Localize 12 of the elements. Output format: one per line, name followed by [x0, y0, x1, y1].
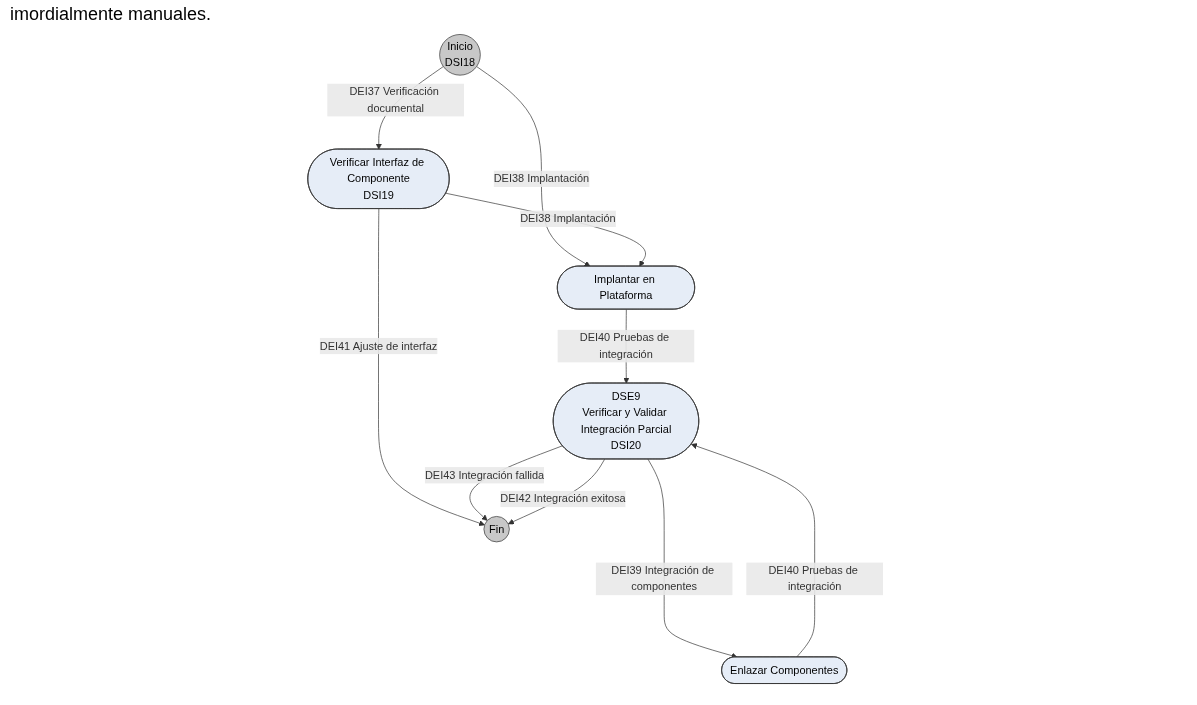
node-circle: Inicio DSI18 [438, 34, 481, 76]
edge-label: DEI38 Implantación [493, 172, 589, 185]
edge-label: DEI43 Integración fallida [424, 469, 544, 481]
edge-label: DEI37 Verificación documental [348, 85, 439, 114]
edge-label: DEI41 Ajuste de interfaz [319, 339, 437, 352]
edge-label: DEI42 Integración exitosa [499, 492, 626, 505]
note-text: imordialmente manuales. [10, 4, 213, 25]
edge-label: DEI38 Implantación [519, 212, 616, 225]
edge-label: DEI39 Integración de componentes [610, 564, 714, 593]
edge-label: DEI40 Pruebas de integración [579, 331, 669, 360]
edge-label: DEI40 Pruebas de integración [767, 564, 858, 593]
node-circle: Fin [483, 516, 510, 543]
